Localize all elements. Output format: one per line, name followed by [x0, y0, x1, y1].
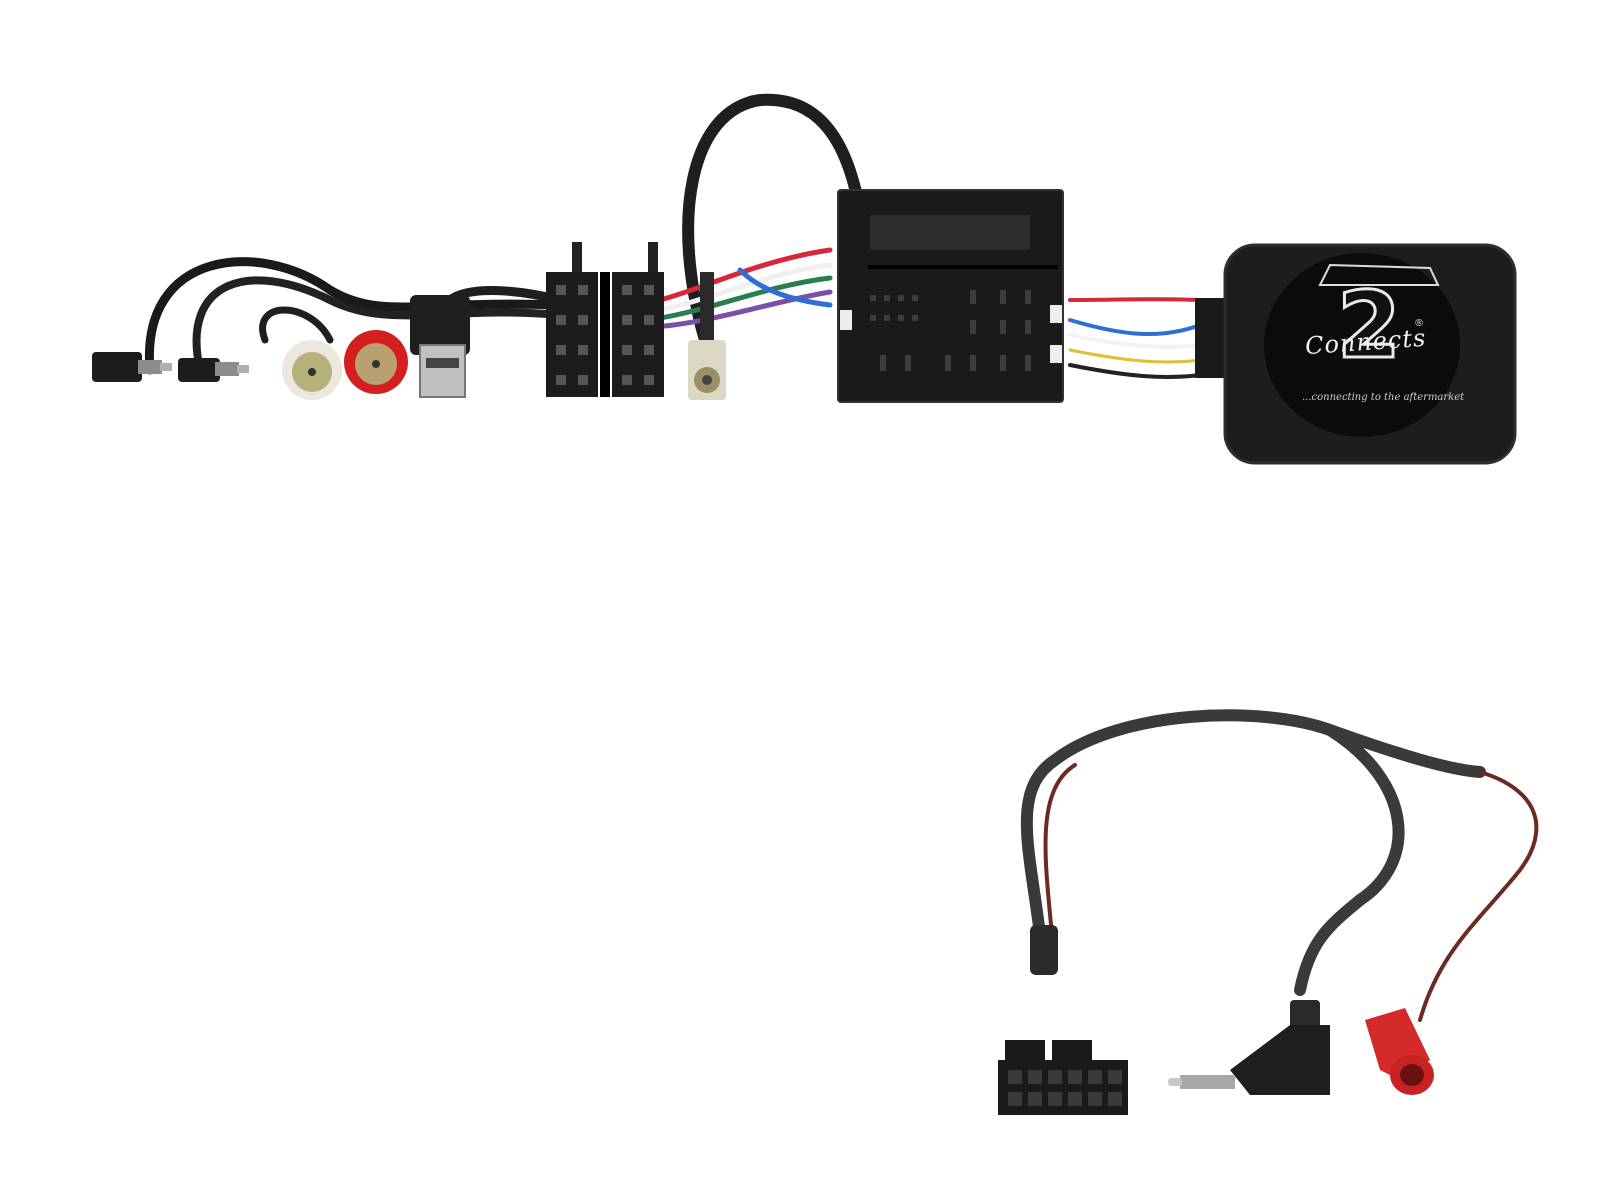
red-spade-connector — [1365, 1008, 1434, 1095]
jack-35mm-2 — [178, 358, 249, 382]
rca-white-plug — [282, 340, 342, 400]
jack-35mm-1 — [92, 352, 172, 382]
logo-number: 2 — [1335, 272, 1402, 379]
patch-lead-cables — [1020, 709, 1539, 1022]
logo-registered-mark: ® — [1414, 318, 1424, 329]
jack-35mm-patch — [1168, 1000, 1330, 1095]
usb-a-plug — [410, 295, 470, 398]
logo-tagline: ...connecting to the aftermarket — [1302, 392, 1465, 403]
iso-connector — [546, 242, 664, 397]
interface-module — [1195, 243, 1517, 465]
main-cables — [144, 93, 1202, 379]
quadlock-connector — [837, 189, 1064, 403]
fakra-antenna-connector — [688, 272, 726, 400]
rca-red-plug — [344, 330, 408, 394]
molex-12pin-connector — [998, 925, 1128, 1115]
